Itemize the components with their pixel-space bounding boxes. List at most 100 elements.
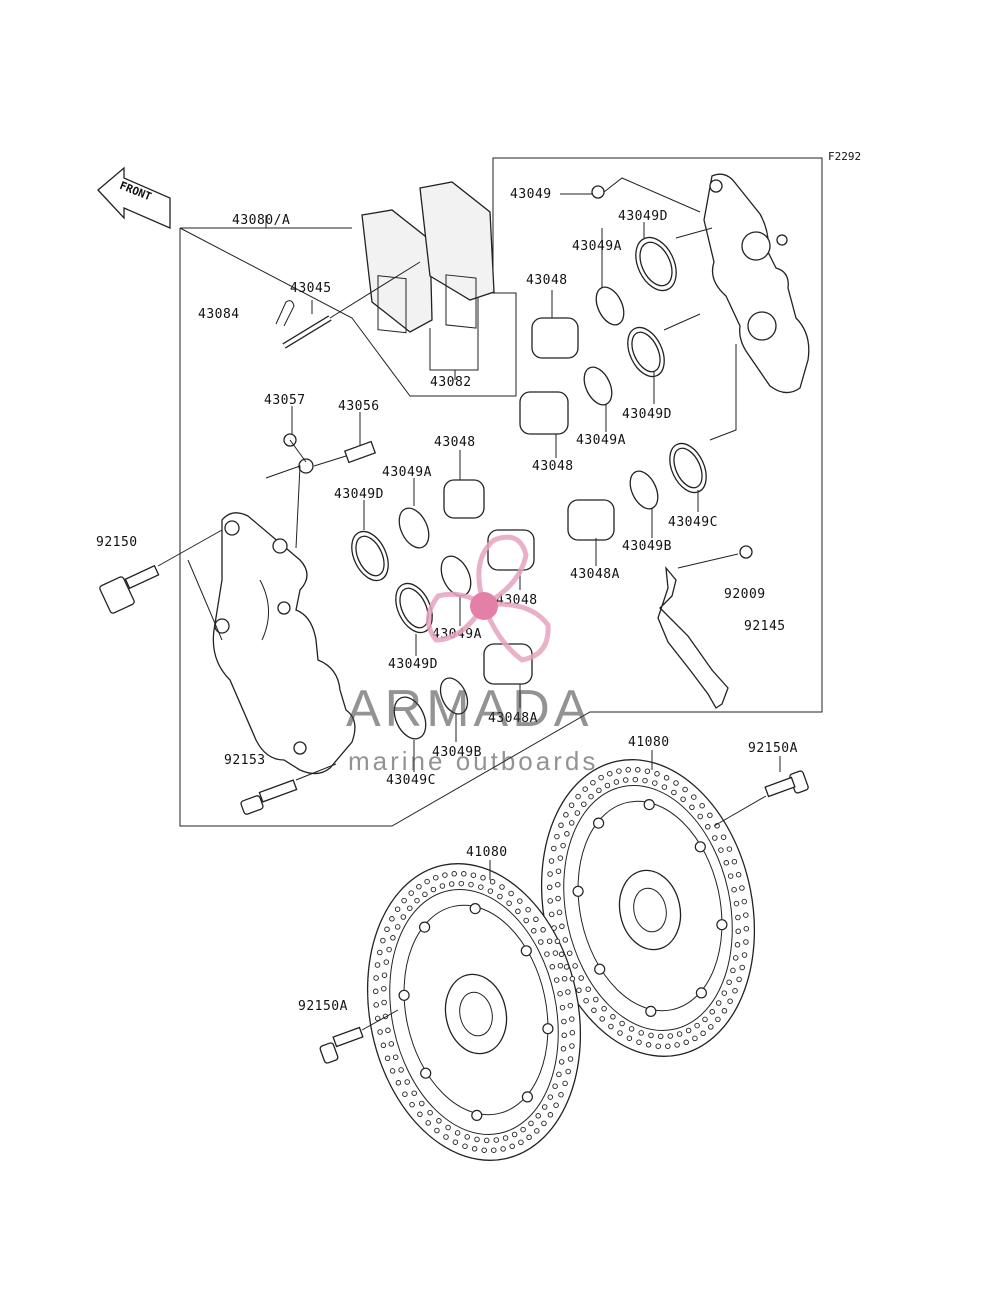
disc-hole bbox=[499, 884, 505, 890]
disc-hole bbox=[443, 1134, 449, 1140]
disc-hole bbox=[493, 1137, 500, 1143]
label-92145: 92145 bbox=[744, 619, 786, 634]
disc-hole bbox=[480, 875, 486, 881]
disc-hole bbox=[743, 912, 749, 918]
disc-hole bbox=[619, 1020, 625, 1027]
disc-hole bbox=[569, 1043, 575, 1049]
disc-hole bbox=[561, 975, 568, 982]
disc-hole bbox=[680, 796, 686, 802]
label-92153: 92153 bbox=[224, 753, 266, 768]
disc-carrier-bolt-hole bbox=[694, 841, 706, 853]
disc-hole bbox=[381, 985, 387, 992]
disc-hole bbox=[523, 917, 529, 924]
disc-hole bbox=[377, 1029, 383, 1035]
right-piston-set bbox=[519, 317, 615, 541]
disc-hole bbox=[715, 1000, 722, 1006]
pad-pin bbox=[282, 261, 421, 349]
disc-hole bbox=[705, 824, 711, 830]
disc-hole bbox=[736, 976, 742, 983]
label-43056: 43056 bbox=[338, 399, 380, 414]
disc-hole bbox=[583, 997, 589, 1004]
disc-hole bbox=[374, 1015, 381, 1022]
disc-hole bbox=[555, 895, 561, 902]
disc-hole bbox=[739, 885, 745, 891]
figure-code: F2292 bbox=[828, 150, 861, 163]
disc-hole bbox=[626, 1035, 633, 1041]
disc-hole bbox=[383, 959, 390, 965]
disc-hole bbox=[386, 946, 392, 953]
label-43049D-low: 43049D bbox=[388, 657, 438, 672]
disc-hole bbox=[707, 812, 713, 819]
disc-hole bbox=[596, 787, 602, 794]
disc-hole bbox=[409, 1101, 415, 1108]
disc-hole bbox=[462, 1143, 468, 1149]
disc-hole bbox=[552, 1083, 558, 1089]
disc-hole bbox=[723, 860, 730, 866]
disc-hole bbox=[373, 1002, 379, 1008]
disc-hole bbox=[636, 1039, 642, 1045]
label-43049A-mid: 43049A bbox=[576, 433, 626, 448]
disc-hole bbox=[483, 1137, 490, 1144]
disc-hole bbox=[692, 1035, 698, 1042]
disc-hole bbox=[743, 925, 750, 932]
disc-hole bbox=[598, 774, 604, 781]
disc-hole bbox=[534, 1128, 540, 1134]
disc-hole bbox=[568, 820, 575, 826]
disc-hole bbox=[520, 1126, 526, 1133]
disc-hole bbox=[394, 924, 401, 930]
disc-hole bbox=[427, 1109, 433, 1116]
disc-hole bbox=[389, 1068, 396, 1074]
disc-hole bbox=[407, 905, 413, 911]
disc-hole bbox=[735, 871, 742, 878]
label-43049B-low: 43049B bbox=[432, 745, 482, 760]
label-43049C-right: 43049C bbox=[668, 515, 718, 530]
disc-hole bbox=[730, 967, 736, 974]
disc-hole bbox=[424, 878, 430, 885]
disc-carrier-bolt-hole bbox=[521, 1091, 534, 1103]
disc-hole bbox=[558, 951, 565, 958]
disc-hole bbox=[555, 881, 561, 888]
disc-hole bbox=[721, 1008, 728, 1014]
disc-hole bbox=[644, 768, 651, 774]
disc-hole bbox=[731, 858, 738, 865]
disc-hole bbox=[547, 898, 553, 904]
disc-hole bbox=[547, 1094, 554, 1100]
watermark-logo-icon bbox=[426, 534, 551, 663]
disc-hole bbox=[392, 1054, 399, 1060]
disc-hole bbox=[372, 988, 379, 995]
disc-carrier-bolt-hole bbox=[398, 989, 410, 1001]
caliper-bolt-92153 bbox=[240, 763, 337, 815]
disc-hole bbox=[547, 871, 553, 877]
disc-hole bbox=[377, 949, 383, 956]
disc-hole bbox=[569, 1029, 576, 1036]
label-92009: 92009 bbox=[724, 587, 766, 602]
label-41080-left: 41080 bbox=[466, 845, 508, 860]
right-seal-set bbox=[583, 185, 707, 510]
disc-hole bbox=[628, 1026, 635, 1032]
disc-hole bbox=[721, 990, 728, 996]
label-41080-right: 41080 bbox=[628, 735, 670, 750]
disc-hole bbox=[720, 834, 727, 840]
disc-hole bbox=[661, 784, 668, 790]
disc-hole bbox=[445, 1124, 451, 1131]
disc-hole bbox=[544, 951, 550, 957]
caliper-body-right bbox=[703, 173, 810, 394]
disc-hole bbox=[518, 1139, 524, 1146]
disc-hole bbox=[732, 955, 739, 961]
disc-hole bbox=[558, 822, 564, 829]
disc-hole bbox=[567, 1056, 574, 1062]
disc-hole bbox=[404, 1079, 410, 1085]
disc-bolt-left bbox=[319, 1009, 399, 1064]
disc-hole bbox=[502, 1135, 509, 1141]
disc-hole bbox=[381, 972, 388, 978]
disc-hole bbox=[578, 975, 584, 981]
disc-hole bbox=[541, 1104, 548, 1110]
disc-hole bbox=[434, 1127, 440, 1134]
disc-hole bbox=[691, 794, 697, 800]
disc-hole bbox=[549, 964, 556, 970]
disc-hole bbox=[497, 893, 503, 900]
disc-hole bbox=[481, 1147, 487, 1153]
disc-hole bbox=[419, 1100, 425, 1107]
disc-hole bbox=[373, 975, 379, 981]
